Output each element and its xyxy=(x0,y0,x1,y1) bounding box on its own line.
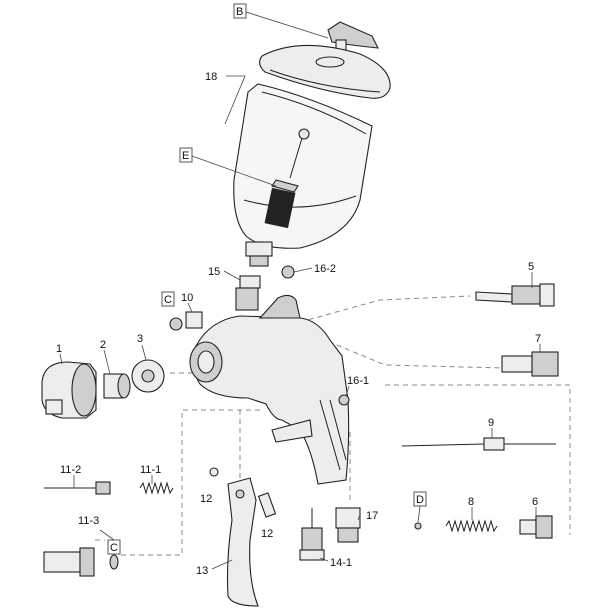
part-12-pin xyxy=(257,492,277,518)
part-d-seal xyxy=(414,522,422,530)
label-11-3: 11-3 xyxy=(78,515,99,527)
part-e-filter xyxy=(264,128,310,229)
part-18-paint-cup xyxy=(233,83,373,267)
label-16-1: 16-1 xyxy=(347,375,369,387)
label-17: 17 xyxy=(366,510,378,522)
part-12-clip xyxy=(209,467,219,477)
label-11-1: 11-1 xyxy=(140,464,161,476)
label-6: 6 xyxy=(532,496,538,508)
part-7-valve-housing xyxy=(501,351,559,377)
label-18: 18 xyxy=(205,71,217,83)
label-11-2: 11-2 xyxy=(60,464,81,476)
label-d: D xyxy=(416,494,424,506)
part-3-air-distributor xyxy=(131,359,165,393)
filter-mesh xyxy=(264,187,296,229)
leader-lines xyxy=(59,11,541,570)
part-c-seal-bottom xyxy=(109,554,119,570)
part-10-fitting xyxy=(185,311,203,329)
label-15: 15 xyxy=(208,266,220,278)
part-8-spring xyxy=(445,519,498,533)
label-12-a: 12 xyxy=(200,493,212,505)
label-12-b: 12 xyxy=(261,528,273,540)
part-15-adapter xyxy=(235,275,261,311)
part-11-2-spindle xyxy=(44,481,111,495)
part-16-1-plug xyxy=(338,394,350,406)
label-b: B xyxy=(236,6,243,18)
label-13: 13 xyxy=(196,565,208,577)
label-16-2: 16-2 xyxy=(314,263,336,275)
label-8: 8 xyxy=(468,496,474,508)
part-14-1-air-valve xyxy=(299,508,325,561)
assembly-guide-lines xyxy=(95,295,571,556)
part-2-nozzle xyxy=(103,373,131,399)
spray-gun-body xyxy=(189,294,350,485)
part-9-needle xyxy=(401,437,556,451)
part-16-2-plug xyxy=(281,265,295,279)
part-1-air-cap xyxy=(41,361,97,419)
part-6-cap xyxy=(519,515,553,539)
part-c-seal-top xyxy=(169,317,183,331)
label-c-top: C xyxy=(164,294,172,306)
part-13-trigger xyxy=(226,477,259,607)
label-5: 5 xyxy=(528,261,534,273)
label-7: 7 xyxy=(535,333,541,345)
label-1: 1 xyxy=(56,343,62,355)
label-c-bottom: C xyxy=(110,542,118,554)
label-10: 10 xyxy=(181,292,193,304)
callout-labels: B 18 E 15 16-2 5 C 10 1 2 3 7 16-1 9 11-… xyxy=(56,3,541,577)
part-17-air-inlet xyxy=(335,507,361,543)
label-e: E xyxy=(182,150,189,162)
label-14-1: 14-1 xyxy=(330,557,352,569)
label-2: 2 xyxy=(100,339,106,351)
part-11-3-housing xyxy=(43,547,95,577)
part-11-1-spring xyxy=(139,481,174,495)
label-3: 3 xyxy=(137,333,143,345)
label-9: 9 xyxy=(488,417,494,429)
part-5-adjust-screw xyxy=(475,283,555,307)
part-b-lid-knob xyxy=(327,21,379,55)
part-18-cup-lid xyxy=(259,44,391,99)
